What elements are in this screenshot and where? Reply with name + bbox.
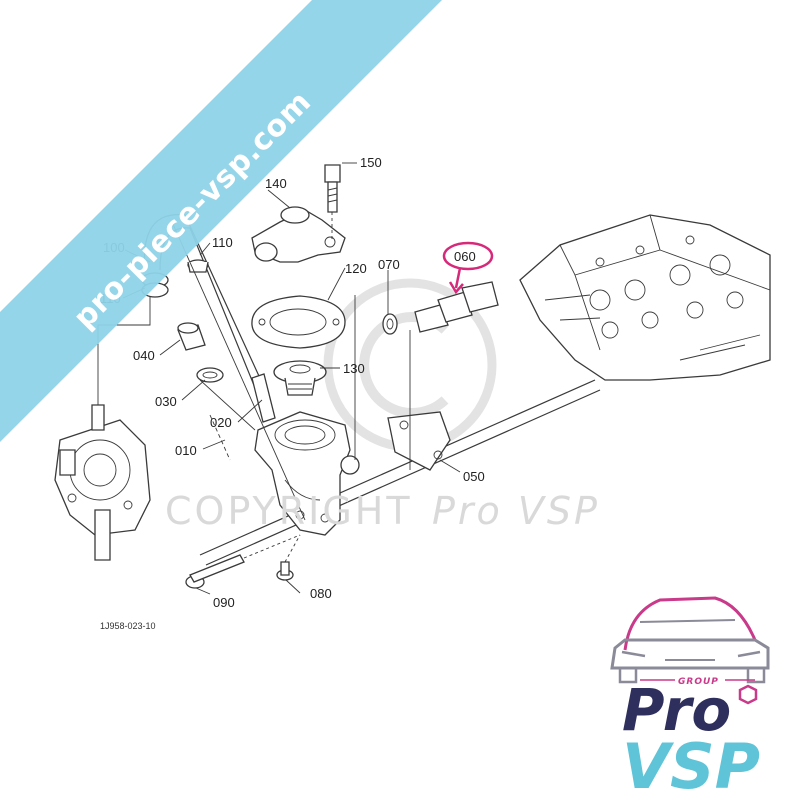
hexagon-accent-icon [738, 684, 758, 705]
callout-030: 030 [155, 394, 177, 409]
callout-010: 010 [175, 443, 197, 458]
bolt-090 [185, 554, 245, 589]
bolt-150 [324, 164, 341, 213]
callout-060: 060 [454, 249, 476, 264]
callout-080: 080 [310, 586, 332, 601]
car-front-icon [610, 596, 770, 684]
callout-050: 050 [463, 469, 485, 484]
pipe-050 [199, 379, 601, 566]
callout-110-top: 110 [212, 235, 233, 250]
washer-070 [382, 313, 398, 335]
callout-120: 120 [345, 261, 367, 276]
water-pump [54, 404, 151, 561]
thermostat-housing [254, 411, 360, 536]
bolt-080 [276, 561, 294, 581]
copyright-watermark-brand: Pro VSP [432, 489, 600, 533]
logo-word-pro: Pro [622, 676, 731, 744]
fitting-040 [177, 322, 206, 351]
o-ring-030 [196, 367, 224, 383]
pipe-020 [251, 373, 276, 423]
cylinder-head [519, 214, 771, 381]
callout-090: 090 [213, 595, 235, 610]
callout-130: 130 [343, 361, 365, 376]
clamp-110 [187, 259, 209, 273]
copyright-watermark-text: COPYRIGHT [165, 489, 413, 533]
provsp-logo: GROUP Pro VSP [610, 596, 770, 800]
gasket-120 [251, 295, 346, 349]
logo-word-vsp: VSP [622, 730, 760, 800]
callout-150: 150 [360, 155, 382, 170]
callout-040: 040 [133, 348, 155, 363]
diagram-reference-code: 1J958-023-10 [100, 621, 156, 631]
water-outlet-140 [251, 206, 346, 263]
logo-group-label: GROUP [678, 677, 719, 687]
callout-070: 070 [378, 257, 400, 272]
temperature-sensor-060 [414, 281, 499, 333]
exploded-view-drawing [54, 164, 771, 589]
callout-140: 140 [265, 176, 287, 191]
thermostat-130 [273, 360, 327, 396]
highlight-060 [442, 241, 494, 295]
callout-020: 020 [210, 415, 232, 430]
